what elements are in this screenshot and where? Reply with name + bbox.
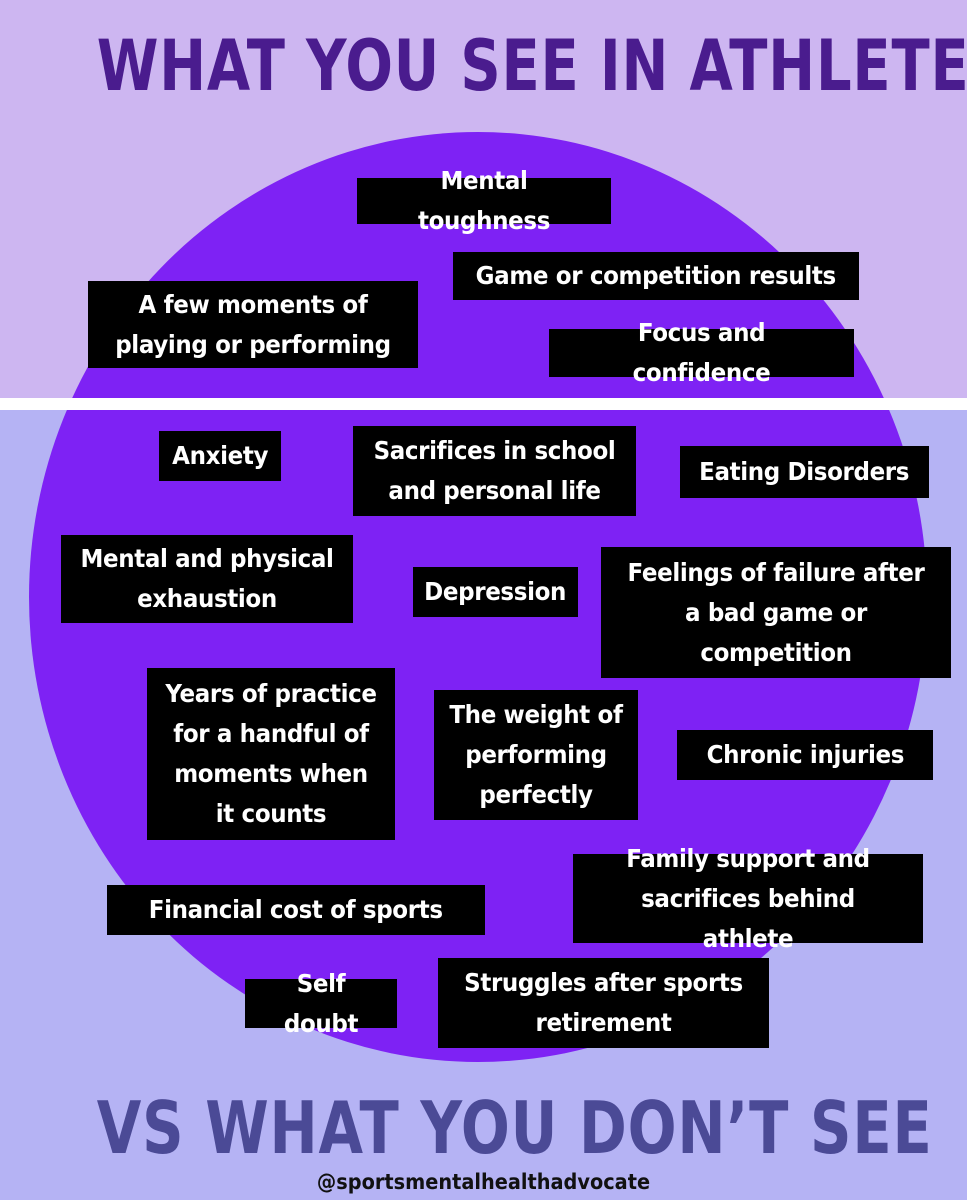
hidden-item: Years of practice for a handful of momen… xyxy=(147,668,395,840)
page-title: WHAT YOU SEE IN ATHLETES xyxy=(96,25,967,107)
hidden-item: Financial cost of sports xyxy=(107,885,485,935)
hidden-item-label: Struggles after sports retirement xyxy=(464,968,743,1037)
hidden-item: Feelings of failure after a bad game or … xyxy=(601,547,951,678)
hidden-item: Anxiety xyxy=(159,431,281,481)
hidden-item: Self doubt xyxy=(245,969,397,1038)
hidden-item-label: Anxiety xyxy=(172,441,268,470)
hidden-item-label: Self doubt xyxy=(283,968,359,1038)
visible-item: Mental toughness xyxy=(357,166,611,235)
hidden-item-label: Years of practice for a handful of momen… xyxy=(165,679,377,828)
hidden-item: The weight of performing perfectly xyxy=(434,690,638,820)
social-handle: @sportsmentalhealthadvocate xyxy=(316,1170,651,1194)
hidden-item: Eating Disorders xyxy=(680,446,929,498)
hidden-item: Depression xyxy=(413,567,578,617)
hidden-item-label: The weight of performing perfectly xyxy=(449,700,623,809)
visible-item: Focus and confidence xyxy=(549,318,854,387)
hidden-item: Chronic injuries xyxy=(677,730,933,780)
visible-item-label: A few moments of playing or performing xyxy=(115,289,391,359)
section-divider xyxy=(0,398,967,410)
visible-item-label: Game or competition results xyxy=(475,261,837,290)
hidden-item: Family support and sacrifices behind ath… xyxy=(573,844,923,953)
hidden-item-label: Mental and physical exhaustion xyxy=(80,544,334,613)
hidden-item-label: Financial cost of sports xyxy=(149,895,443,924)
page-subtitle: VS WHAT YOU DON’T SEE xyxy=(96,1086,933,1170)
visible-item: Game or competition results xyxy=(453,252,859,300)
visible-item-label: Mental toughness xyxy=(417,166,551,235)
hidden-item-label: Eating Disorders xyxy=(699,457,910,486)
hidden-item: Struggles after sports retirement xyxy=(438,958,769,1048)
hidden-item-label: Depression xyxy=(424,577,567,606)
hidden-item: Sacrifices in school and personal life xyxy=(353,426,636,516)
visible-item-label: Focus and confidence xyxy=(632,318,771,387)
hidden-item-label: Sacrifices in school and personal life xyxy=(373,436,616,505)
hidden-item-label: Chronic injuries xyxy=(706,740,904,769)
hidden-item-label: Family support and sacrifices behind ath… xyxy=(626,843,870,953)
hidden-item: Mental and physical exhaustion xyxy=(61,535,353,623)
visible-item: A few moments of playing or performing xyxy=(88,281,418,368)
hidden-item-label: Feelings of failure after a bad game or … xyxy=(627,557,925,667)
